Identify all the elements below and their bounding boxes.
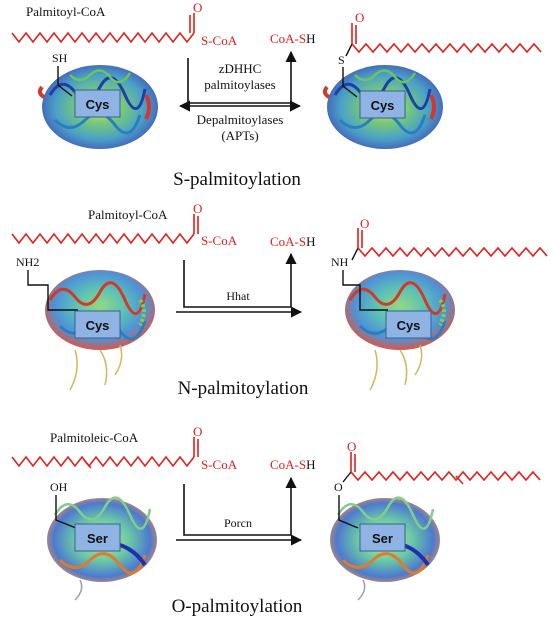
residue-box	[74, 310, 121, 339]
panel-n-palmitoylation: Palmitoyl-CoA O S-CoA CoA-SH Hhat NH2 Cy…	[11, 201, 548, 399]
carbonyl-oxygen: O	[193, 201, 202, 216]
panel-title: S-palmitoylation	[173, 169, 301, 190]
enzyme-reverse-label: (APTs)	[221, 128, 258, 143]
panel-title: N-palmitoylation	[178, 378, 309, 399]
reagent-label: Palmitoleic-CoA	[50, 430, 139, 445]
residue-linker-bond	[338, 495, 359, 529]
residue-box	[385, 310, 432, 339]
enzyme-reverse-label: Depalmitoylases	[197, 112, 284, 127]
residue-label: Ser	[372, 531, 393, 546]
carbonyl-oxygen: O	[193, 424, 202, 439]
thioester-label: S-CoA	[201, 233, 238, 248]
nucleophile-label: OH	[50, 480, 68, 494]
carbonyl-oxygen: O	[355, 10, 364, 25]
residue-label: Cys	[86, 97, 110, 112]
panel-s-palmitoylation: Palmitoyl-CoA O S-CoA CoA-SH zDHHC palmi…	[11, 0, 542, 190]
enzyme-forward-label: Hhat	[226, 289, 250, 303]
acyl-linker-bond	[342, 471, 352, 483]
acyl-chain	[350, 470, 541, 482]
acyl-chain	[11, 232, 195, 245]
reagent-label: Palmitoyl-CoA	[26, 4, 106, 19]
residue-box	[74, 89, 121, 118]
residue-linker-bond	[342, 67, 358, 98]
acyl-linker-bond	[345, 43, 353, 57]
carbonyl-oxygen: O	[193, 0, 202, 15]
residue-box	[359, 523, 406, 552]
residue-label: Cys	[397, 318, 421, 333]
panel-title: O-palmitoylation	[172, 596, 303, 617]
panel-o-palmitoylation: Palmitoleic-CoA O S-CoA CoA-SH Porcn OH …	[11, 424, 541, 617]
residue-label: Cys	[86, 318, 110, 333]
residue-label: Cys	[371, 98, 395, 113]
residue-box	[74, 523, 121, 552]
carbonyl-oxygen: O	[347, 439, 356, 454]
residue-linker-bond	[55, 495, 77, 529]
acyl-chain	[11, 455, 195, 468]
carbonyl-oxygen: O	[360, 216, 369, 231]
enzyme-forward-label: palmitoylases	[204, 77, 276, 92]
acyl-chain	[11, 31, 195, 44]
cis-double-bond	[83, 459, 92, 469]
cis-double-bond	[455, 475, 464, 485]
forward-arrow	[183, 476, 297, 536]
residue-linker-bond	[27, 270, 78, 311]
residue-linker-bond	[57, 66, 73, 97]
product-label: CoA-SH	[270, 234, 316, 249]
residue-box	[359, 90, 406, 119]
thioester-label: S-CoA	[201, 33, 238, 48]
acyl-linker-bond	[351, 247, 359, 261]
protein-structure	[45, 270, 155, 391]
acyl-chain	[351, 42, 542, 54]
product-label: CoA-SH	[270, 31, 316, 46]
residue-linker-bond	[342, 270, 388, 311]
thioester-label: S-CoA	[201, 457, 238, 472]
nucleophile-label: SH	[52, 51, 68, 65]
acyl-chain	[357, 246, 548, 258]
linker-atom-label: O	[334, 480, 343, 494]
forward-arrow	[183, 252, 297, 308]
reagent-label: Palmitoyl-CoA	[88, 207, 168, 222]
linker-atom-label: S	[338, 53, 345, 67]
nucleophile-label: NH2	[16, 255, 39, 269]
linker-atom-label: NH	[331, 255, 349, 269]
enzyme-forward-label: zDHHC	[219, 61, 262, 76]
enzyme-forward-label: Porcn	[224, 516, 252, 530]
residue-label: Ser	[87, 531, 108, 546]
product-label: CoA-SH	[270, 457, 316, 472]
